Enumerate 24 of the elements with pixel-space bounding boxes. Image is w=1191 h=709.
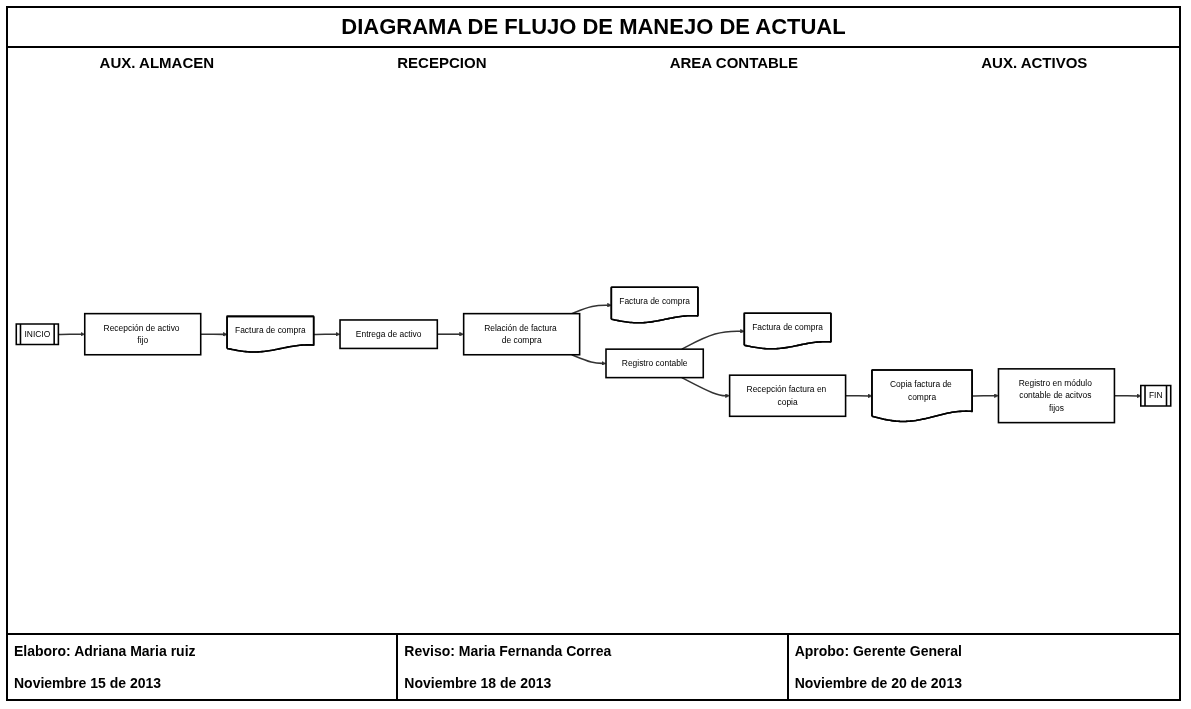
node-box: Recepción de activo fijo xyxy=(83,312,202,356)
node-box: Registro contable xyxy=(605,348,705,379)
arrow xyxy=(971,393,999,399)
arrow xyxy=(57,331,85,337)
arrow xyxy=(571,302,612,315)
signature-cell: Noviembre 18 de 2013 xyxy=(398,667,789,699)
signature-cell: Noviembre 15 de 2013 xyxy=(8,667,399,699)
arrow xyxy=(681,376,730,399)
node-box: Registro en módulo contable de acitvos fijos xyxy=(997,368,1116,424)
node-box: Entrega de activo xyxy=(339,319,439,350)
signature-cell: Elaboro: Adriana Maria ruiz xyxy=(8,635,399,667)
signature-cell-text: Noviembre de 20 de 2013 xyxy=(793,674,963,693)
node-box: Relación de factura de compra xyxy=(462,312,581,356)
lane-heading: AUX. ALMACEN xyxy=(99,54,215,71)
diagram-title: DIAGRAMA DE FLUJO DE MANEJO DE ACTUAL xyxy=(8,8,1179,48)
lane-heading: AUX. ACTIVOS xyxy=(981,54,1088,71)
node-box: Recepción factura en copia xyxy=(728,374,847,418)
arrow xyxy=(313,331,341,337)
arrow xyxy=(681,329,745,351)
lane-heading: AREA CONTABLE xyxy=(669,54,798,71)
signature-cell: Reviso: Maria Fernanda Correa xyxy=(398,635,789,667)
signature-cell-text: Aprobo: Gerente General xyxy=(793,642,963,661)
lane-heading: RECEPCION xyxy=(397,54,487,71)
arrow xyxy=(571,354,607,366)
